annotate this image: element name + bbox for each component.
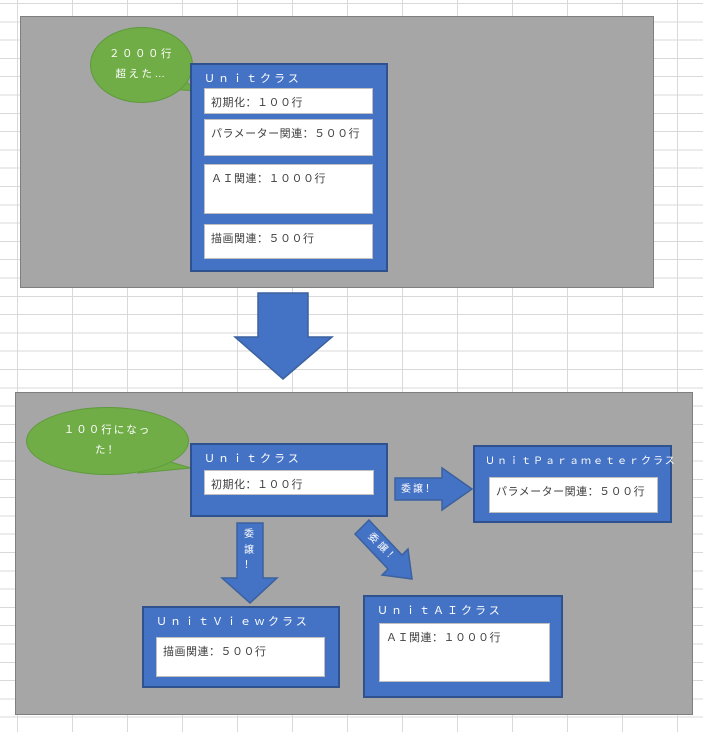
delegate-down-label: 委 譲 ！ <box>244 529 256 571</box>
unit-class-title-after: Ｕｎｉｔクラス <box>204 453 302 465</box>
unit-ai-class-box: ＵｎｉｔＡＩクラス ＡＩ関連：１０００行 <box>363 595 563 698</box>
member-parameter: パラメーター関連：５００行 <box>204 119 373 156</box>
member-ai: ＡＩ関連：１０００行 <box>204 164 373 214</box>
member-init: 初期化：１００行 <box>204 470 374 495</box>
transition-down-arrow <box>233 292 335 380</box>
member-init: 初期化：１００行 <box>204 88 373 114</box>
delegate-right-label: 委譲！ <box>401 484 437 495</box>
unit-parameter-class-box: ＵｎｉｔＰａｒａｍｅｔｅｒクラス パラメーター関連：５００行 <box>473 445 677 523</box>
member-draw: 描画関連：５００行 <box>156 637 325 677</box>
speech-bubble-after: １００行になっ た！ <box>26 407 189 475</box>
unit-class-box-after: Ｕｎｉｔクラス 初期化：１００行 <box>190 443 388 517</box>
speech-bubble-before-text: ２０００行 超えた… <box>109 48 174 80</box>
member-ai: ＡＩ関連：１０００行 <box>379 623 550 682</box>
unit-parameter-class-title: ＵｎｉｔＰａｒａｍｅｔｅｒクラス <box>485 456 677 467</box>
speech-bubble-before: ２０００行 超えた… <box>90 27 193 103</box>
unit-class-box-before: Ｕｎｉｔクラス 初期化：１００行 パラメーター関連：５００行 ＡＩ関連：１０００… <box>190 63 388 272</box>
member-draw: 描画関連：５００行 <box>204 224 373 259</box>
member-parameter: パラメーター関連：５００行 <box>489 477 658 513</box>
unit-view-class-title: ＵｎｉｔＶｉｅｗクラス <box>156 616 310 628</box>
unit-class-title-before: Ｕｎｉｔクラス <box>204 73 302 85</box>
speech-bubble-after-text: １００行になっ た！ <box>63 424 152 456</box>
unit-view-class-box: ＵｎｉｔＶｉｅｗクラス 描画関連：５００行 <box>142 606 340 688</box>
unit-ai-class-title: ＵｎｉｔＡＩクラス <box>377 605 503 617</box>
